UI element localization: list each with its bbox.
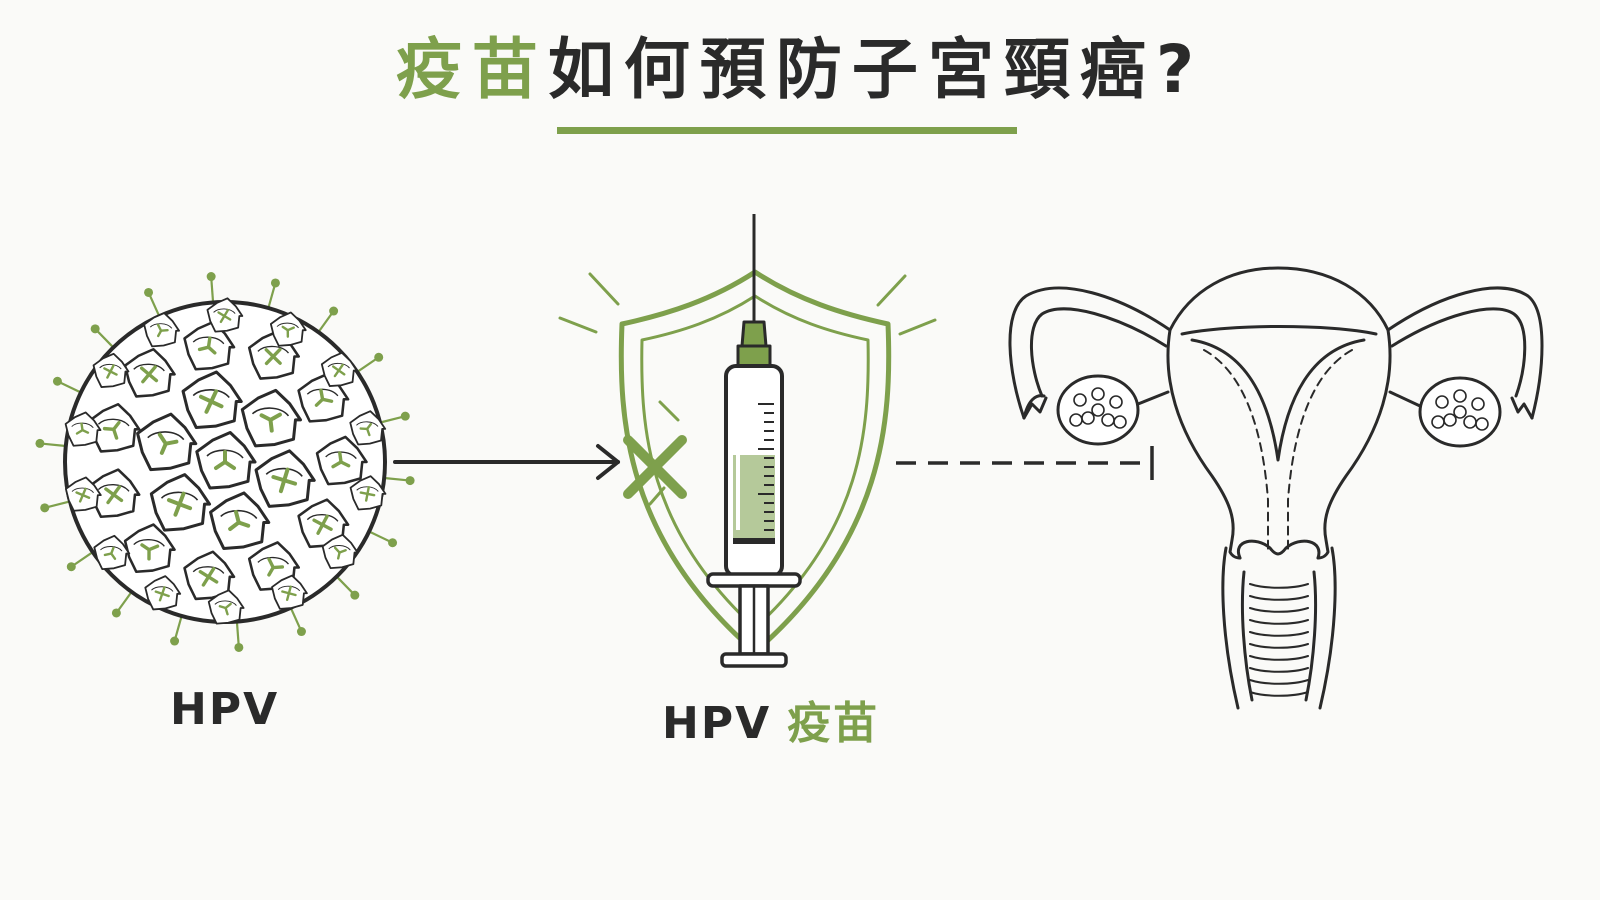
capsomere bbox=[93, 534, 131, 571]
capsomere bbox=[92, 352, 130, 388]
uterus-icon bbox=[1008, 266, 1544, 710]
capsomere bbox=[349, 410, 387, 446]
title-underline bbox=[557, 127, 1017, 134]
capsomere bbox=[149, 473, 212, 532]
capsomere bbox=[240, 388, 302, 448]
capsomere bbox=[64, 476, 102, 512]
capsomere bbox=[254, 449, 316, 508]
capsomere bbox=[349, 475, 387, 511]
title-rest: 如何預防子宮頸癌? bbox=[547, 31, 1205, 108]
capsomere bbox=[143, 312, 180, 348]
capsomere bbox=[206, 297, 244, 333]
capsomere bbox=[297, 498, 350, 549]
arrow-icon bbox=[393, 444, 620, 480]
capsomere bbox=[195, 431, 257, 490]
page-title: 疫苗如何預防子宮頸癌? bbox=[0, 28, 1600, 112]
capsomere bbox=[88, 402, 141, 453]
capsomere bbox=[269, 311, 307, 347]
capsomere bbox=[144, 575, 182, 611]
hpv-virus-icon bbox=[35, 272, 415, 652]
block-x-icon bbox=[623, 435, 687, 499]
capsomere bbox=[181, 370, 243, 430]
capsomere bbox=[315, 435, 368, 486]
capsomere bbox=[123, 347, 176, 398]
hpv-label: HPV bbox=[170, 684, 280, 735]
capsomere bbox=[321, 533, 359, 570]
title-accent: 疫苗 bbox=[395, 31, 548, 108]
capsomere bbox=[271, 574, 308, 610]
vaccine-label-accent: 疫苗 bbox=[787, 698, 880, 749]
arrow-icon bbox=[896, 446, 1154, 480]
capsomere bbox=[123, 523, 176, 574]
vaccine-label-prefix: HPV bbox=[662, 698, 772, 749]
capsomere bbox=[209, 491, 271, 550]
capsomere bbox=[136, 412, 198, 472]
syringe-icon bbox=[706, 214, 802, 668]
capsomere bbox=[183, 320, 236, 371]
capsomere bbox=[320, 351, 358, 387]
capsomere bbox=[64, 411, 102, 447]
hpv-vaccine-label: HPV 疫苗 bbox=[662, 698, 879, 750]
capsomere bbox=[207, 589, 245, 625]
